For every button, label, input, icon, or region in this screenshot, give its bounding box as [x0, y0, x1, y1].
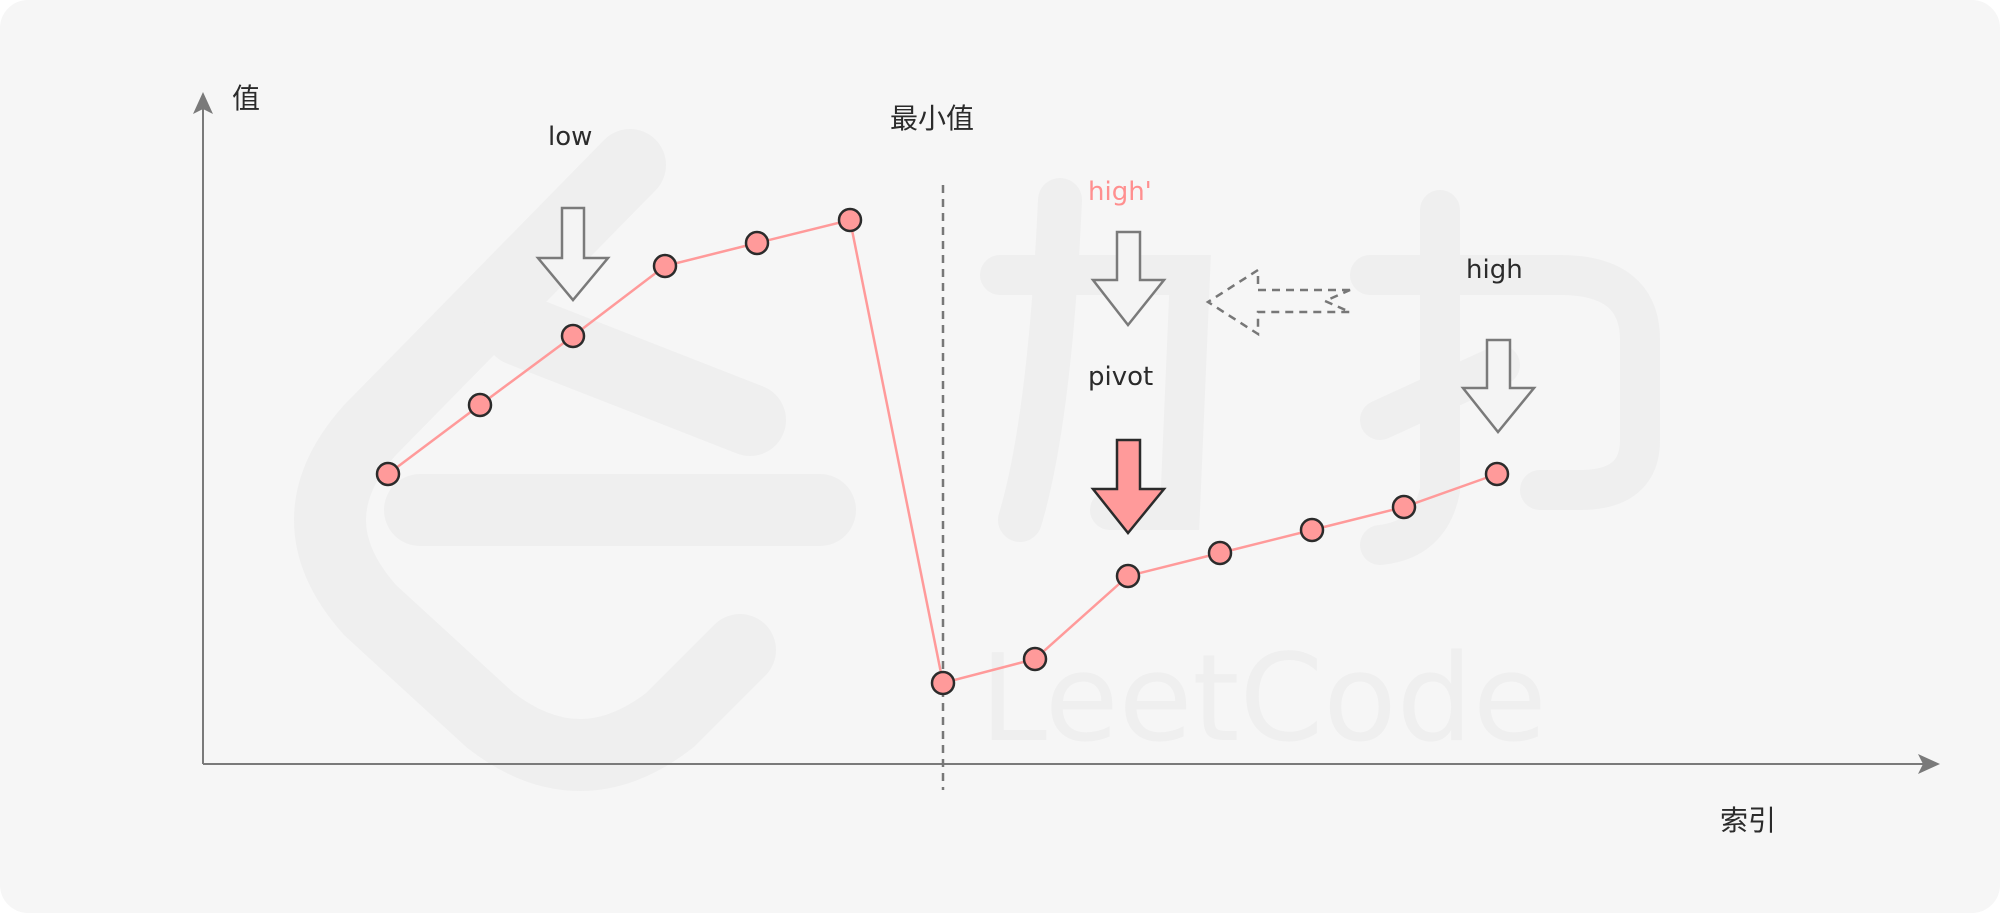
x-axis-arrowhead-icon	[1918, 754, 1940, 774]
data-point	[560, 323, 586, 349]
data-point	[467, 392, 493, 418]
data-point	[837, 207, 863, 233]
y-axis-arrowhead-icon	[193, 92, 213, 114]
high-label: high	[1466, 255, 1523, 285]
data-point-pivot	[1115, 563, 1141, 589]
minimum-label: 最小值	[890, 102, 974, 135]
data-point	[1299, 517, 1325, 543]
data-point	[375, 461, 401, 487]
move-left-dashed-arrow-icon	[1205, 267, 1351, 337]
low-arrow-icon	[535, 206, 611, 302]
data-point-high	[1484, 461, 1510, 487]
x-axis-label: 索引	[1720, 804, 1776, 837]
high-prime-arrow-icon	[1090, 230, 1167, 328]
data-point	[744, 230, 770, 256]
leetcode-watermark: LeetCode	[294, 129, 1660, 791]
data-point	[1207, 540, 1233, 566]
pivot-arrow-icon	[1090, 438, 1167, 535]
low-label: low	[548, 122, 592, 152]
watermark-text: LeetCode	[980, 630, 1547, 769]
data-point-minimum	[930, 670, 956, 696]
data-point	[652, 253, 678, 279]
high-prime-label: high'	[1088, 177, 1152, 207]
pivot-label: pivot	[1088, 362, 1153, 392]
data-point	[1391, 494, 1417, 520]
data-point	[1022, 646, 1048, 672]
y-axis-label: 值	[232, 82, 260, 115]
high-arrow-icon	[1460, 338, 1537, 434]
